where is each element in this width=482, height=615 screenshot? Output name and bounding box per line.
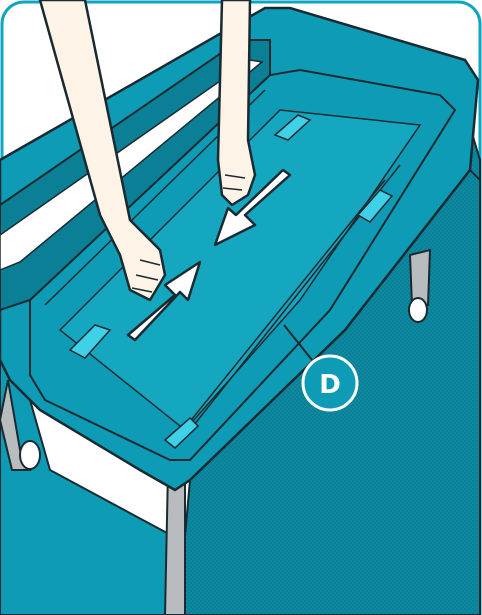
floor-fold-line	[174, 179, 386, 441]
frame-leg-right	[408, 248, 432, 306]
callout-leader-line	[283, 324, 313, 361]
push-arrows	[126, 168, 292, 342]
arrow-push-right	[126, 260, 202, 342]
left-hand-fingers	[131, 259, 161, 293]
frame-leg-left	[0, 379, 32, 471]
caster-wheel-right	[408, 297, 428, 323]
floor-tab	[163, 416, 200, 449]
floor-tab	[68, 324, 112, 359]
floor-tab	[273, 114, 312, 141]
floor-tab	[356, 189, 394, 223]
callout-d: D	[283, 324, 359, 412]
callout-label: D	[319, 370, 341, 400]
right-hand-fingers	[222, 174, 246, 191]
frame-leg-front	[163, 468, 186, 615]
caster-wheel-left	[19, 440, 41, 470]
playpen-body	[0, 6, 481, 615]
arrow-push-left	[213, 168, 292, 247]
hands	[38, 0, 257, 302]
left-arm	[38, 0, 167, 302]
right-arm	[216, 0, 257, 207]
back-wall-stripe	[0, 59, 264, 271]
callout-circle	[301, 354, 359, 412]
